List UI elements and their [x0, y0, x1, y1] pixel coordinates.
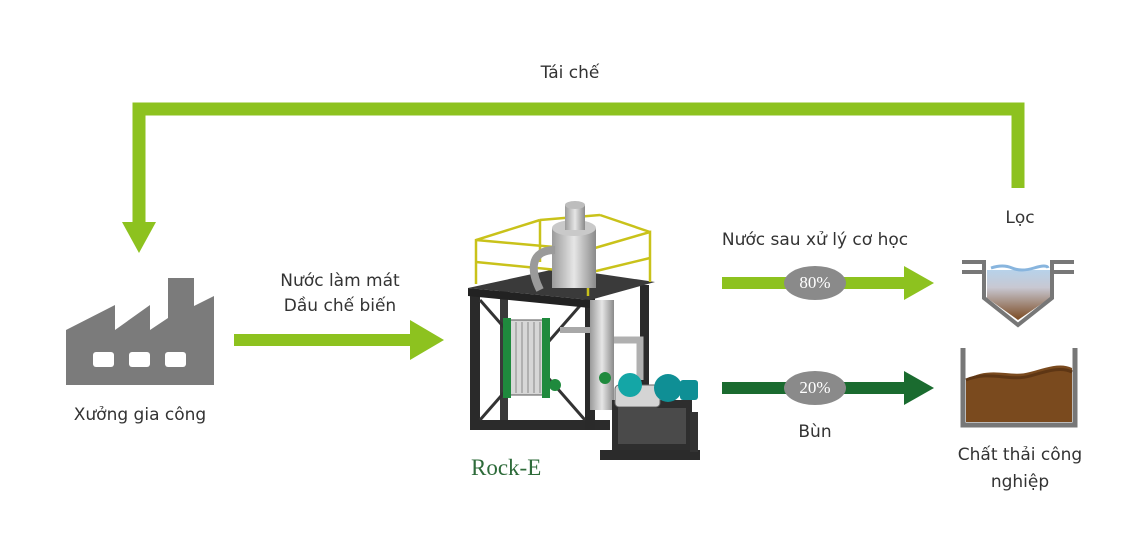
input-label-line1: Nước làm mát [280, 271, 400, 291]
treated-water-arrow [722, 266, 934, 300]
recycle-label: Tái chế [540, 63, 600, 83]
waste-label-line1: Chất thải công [957, 445, 1083, 465]
input-label-line2: Dầu chế biến [283, 296, 397, 316]
filter-label: Lọc [1005, 208, 1035, 228]
treated-water-label: Nước sau xử lý cơ học [721, 230, 909, 250]
factory-icon [66, 278, 214, 385]
machine-label: Rock-E [471, 455, 542, 480]
sludge-arrow [722, 371, 934, 405]
evaporator-machine-icon [468, 201, 700, 460]
water-percent-text: 80% [799, 273, 831, 292]
input-arrow [234, 320, 444, 360]
sludge-percent-text: 20% [799, 378, 831, 397]
waste-bin-icon [960, 348, 1078, 428]
factory-label: Xưởng gia công [73, 405, 207, 425]
sludge-label: Bùn [798, 422, 832, 442]
recycle-arrow [122, 102, 1025, 253]
filter-tank-icon [962, 260, 1074, 328]
waste-label-line2: nghiệp [990, 472, 1050, 492]
sludge-percent-badge [784, 371, 846, 405]
water-percent-badge [784, 266, 846, 300]
